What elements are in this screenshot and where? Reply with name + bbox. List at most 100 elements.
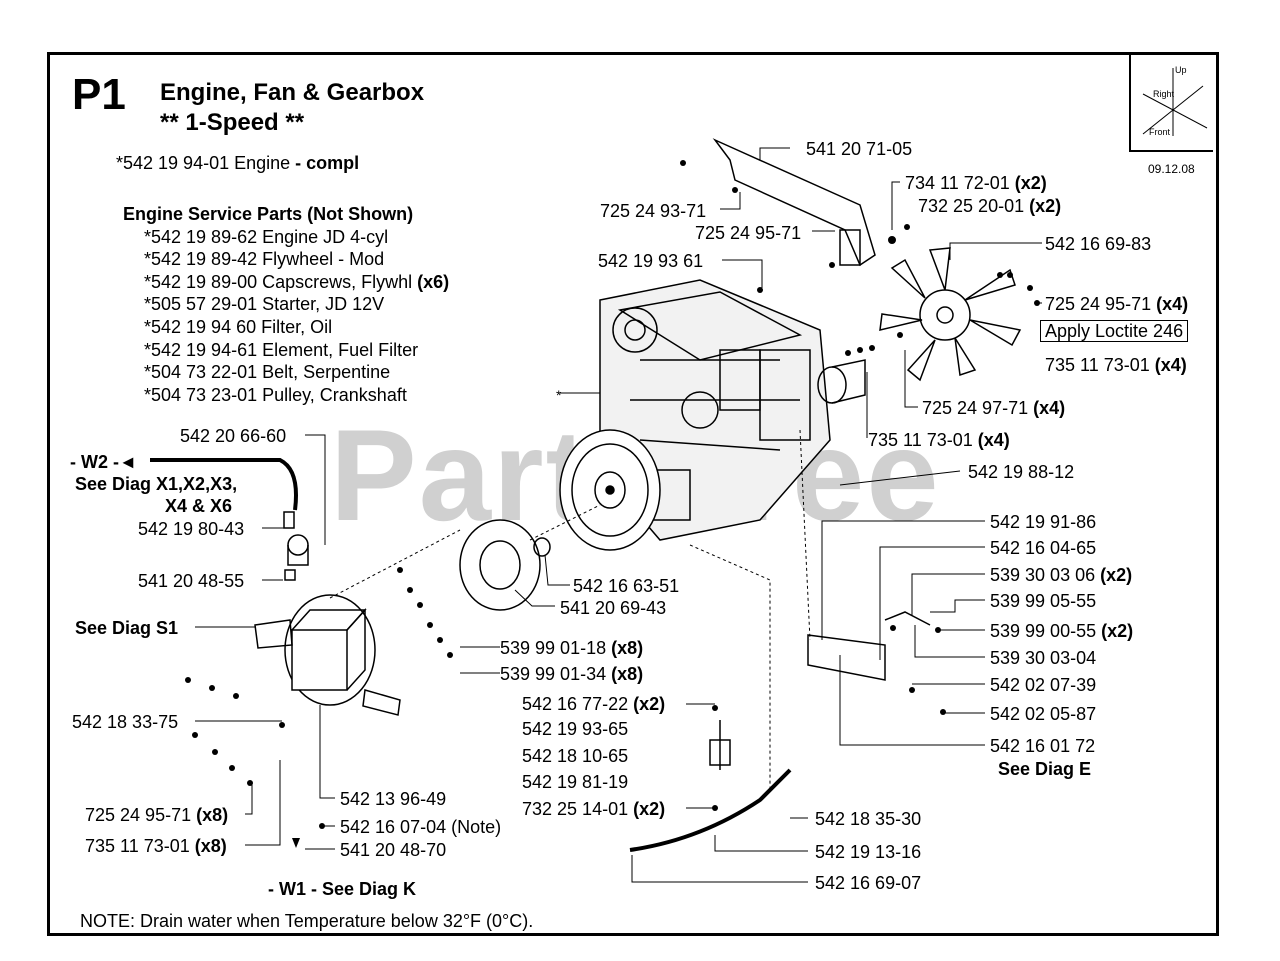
callout-539-99-05-55: 539 99 05-55 xyxy=(990,591,1097,611)
callout-725-24-95-71-x4: 725 24 95-71 (x4) xyxy=(1045,294,1188,314)
service-part-text: *542 19 89-42 Flywheel - Mod xyxy=(144,249,385,269)
service-part-item: *542 19 89-42 Flywheel - Mod xyxy=(144,249,384,269)
callout-542-16-69-83: 542 16 69-83 xyxy=(1045,234,1152,254)
callout-725-24-95-71: 725 24 95-71 xyxy=(695,223,802,243)
callout-542-16-01-72: 542 16 01 72 xyxy=(990,736,1096,756)
service-part-text: *542 19 94 60 Filter, Oil xyxy=(144,317,333,337)
service-part-item: *542 19 94-61 Element, Fuel Filter xyxy=(144,340,418,360)
service-part-item: *504 73 22-01 Belt, Serpentine xyxy=(144,362,390,382)
callout-734-11-72-01-x2: 734 11 72-01 (x2) xyxy=(905,173,1047,193)
part-number: 735 11 73-01 xyxy=(85,836,190,856)
service-part-item: *505 57 29-01 Starter, JD 12V xyxy=(144,294,384,314)
part-number: 539 99 01-34 xyxy=(500,664,607,684)
part-number: 725 24 95-71 xyxy=(85,805,192,825)
compass-right-label: Right xyxy=(1153,89,1175,99)
see-diag-x-link[interactable]: See Diag X1,X2,X3, xyxy=(75,474,238,494)
see-diag-x-link-2[interactable]: X4 & X6 xyxy=(165,496,233,516)
part-number: 539 99 00-55 xyxy=(990,621,1097,641)
callout-542-20-66-60: 542 20 66-60 xyxy=(180,426,287,446)
part-number: 725 24 97-71 xyxy=(922,398,1029,418)
callout-542-18-33-75: 542 18 33-75 xyxy=(72,712,179,732)
part-qty: (x2) xyxy=(1101,621,1134,641)
callout-539-30-03-04: 539 30 03-04 xyxy=(990,648,1097,668)
compass-front-label: Front xyxy=(1149,127,1171,137)
engine-complete-number: *542 19 94-01 Engine xyxy=(116,153,291,173)
callout-542-19-93-65: 542 19 93-65 xyxy=(522,719,629,739)
drain-arrow xyxy=(292,838,300,848)
part-number: 725 24 95-71 xyxy=(1045,294,1152,314)
callout-542-19-13-16: 542 19 13-16 xyxy=(815,842,922,862)
engine-complete-line: *542 19 94-01 Engine - compl xyxy=(116,153,359,173)
callout-732-25-14-01-x2: 732 25 14-01 (x2) xyxy=(522,799,665,819)
see-diag-s1-link[interactable]: See Diag S1 xyxy=(75,618,179,638)
callout-539-99-01-18-x8: 539 99 01-18 (x8) xyxy=(500,638,643,658)
part-number: 735 11 73-01 xyxy=(1045,355,1150,375)
see-diag-e-link[interactable]: See Diag E xyxy=(998,759,1092,779)
callout-542-16-69-07: 542 16 69-07 xyxy=(815,873,922,893)
callout-725-24-95-71-x8: 725 24 95-71 (x8) xyxy=(85,805,228,825)
part-qty: (x4) xyxy=(1154,355,1187,375)
page-subtitle: ** 1-Speed ** xyxy=(160,109,305,136)
callout-735-11-73-01-x4-b: 735 11 73-01 (x4) xyxy=(868,430,1010,450)
service-part-item: *504 73 23-01 Pulley, Crankshaft xyxy=(144,385,407,405)
callout-541-20-48-70: 541 20 48-70 xyxy=(340,840,447,860)
service-part-item: *542 19 94 60 Filter, Oil xyxy=(144,317,332,337)
part-qty: (x2) xyxy=(1100,565,1133,585)
engine-complete-suffix: - compl xyxy=(295,153,360,173)
callout-542-16-77-22-x2: 542 16 77-22 (x2) xyxy=(522,694,665,714)
service-part-text: *542 19 94-61 Element, Fuel Filter xyxy=(144,340,419,360)
page-code: P1 xyxy=(72,70,126,119)
service-part-text: *542 19 89-00 Capscrews, Flywhl xyxy=(144,272,413,292)
callout-541-20-69-43: 541 20 69-43 xyxy=(560,598,667,618)
gearbox-illustration xyxy=(254,534,401,716)
compass-up-label: Up xyxy=(1175,65,1187,75)
service-part-item: *542 19 89-00 Capscrews, Flywhl (x6) xyxy=(144,272,449,292)
callout-541-20-48-55: 541 20 48-55 xyxy=(138,571,245,591)
part-qty: (x8) xyxy=(194,836,227,856)
part-number: 542 16 77-22 xyxy=(522,694,629,714)
part-qty: (x2) xyxy=(1029,196,1062,216)
part-qty: (x4) xyxy=(977,430,1010,450)
callout-542-19-80-43: 542 19 80-43 xyxy=(138,519,245,539)
callout-542-02-05-87: 542 02 05-87 xyxy=(990,704,1097,724)
part-number: 539 30 03 06 xyxy=(990,565,1096,585)
part-number: 732 25 14-01 xyxy=(522,799,629,819)
service-part-text: *505 57 29-01 Starter, JD 12V xyxy=(144,294,385,314)
part-number: 734 11 72-01 xyxy=(905,173,1010,193)
part-qty: (x2) xyxy=(633,799,666,819)
w1-see-diag-k-link[interactable]: - W1 - See Diag K xyxy=(268,879,417,899)
part-number: 735 11 73-01 xyxy=(868,430,973,450)
part-qty: (x8) xyxy=(196,805,229,825)
service-part-text: *504 73 23-01 Pulley, Crankshaft xyxy=(144,385,407,405)
callout-542-16-04-65: 542 16 04-65 xyxy=(990,538,1097,558)
callout-725-24-93-71: 725 24 93-71 xyxy=(600,201,707,221)
service-part-text: *504 73 22-01 Belt, Serpentine xyxy=(144,362,391,382)
callout-735-11-73-01-x8: 735 11 73-01 (x8) xyxy=(85,836,227,856)
callout-541-20-71-05: 541 20 71-05 xyxy=(806,139,913,159)
w2-connector-label: - W2 -◄ xyxy=(70,452,137,472)
callout-542-16-07-04: 542 16 07-04 (Note) xyxy=(340,817,502,837)
orientation-compass: Up Right Front xyxy=(1129,54,1213,152)
callout-539-99-00-55-x2: 539 99 00-55 (x2) xyxy=(990,621,1133,641)
part-qty: (x2) xyxy=(1014,173,1047,193)
page-title: Engine, Fan & Gearbox xyxy=(160,79,425,106)
loctite-note-box: Apply Loctite 246 xyxy=(1040,320,1189,342)
callout-542-19-91-86: 542 19 91-86 xyxy=(990,512,1097,532)
part-number: 539 99 01-18 xyxy=(500,638,607,658)
service-part-text: *542 19 89-62 Engine JD 4-cyl xyxy=(144,227,389,247)
callout-542-16-63-51: 542 16 63-51 xyxy=(573,576,680,596)
service-part-qty: (x6) xyxy=(417,272,450,292)
callout-542-13-96-49: 542 13 96-49 xyxy=(340,789,447,809)
callout-542-19-88-12: 542 19 88-12 xyxy=(968,462,1075,482)
part-number: 732 25 20-01 xyxy=(918,196,1025,216)
service-part-item: *542 19 89-62 Engine JD 4-cyl xyxy=(144,227,388,247)
engine-illustration xyxy=(559,279,831,551)
callout-542-18-10-65: 542 18 10-65 xyxy=(522,746,629,766)
engine-marker: * xyxy=(556,387,562,403)
diagram-frame xyxy=(47,52,1219,936)
part-qty: (x8) xyxy=(611,638,644,658)
part-qty: (x2) xyxy=(633,694,666,714)
callout-539-99-01-34-x8: 539 99 01-34 (x8) xyxy=(500,664,643,684)
part-qty: (x4) xyxy=(1156,294,1189,314)
